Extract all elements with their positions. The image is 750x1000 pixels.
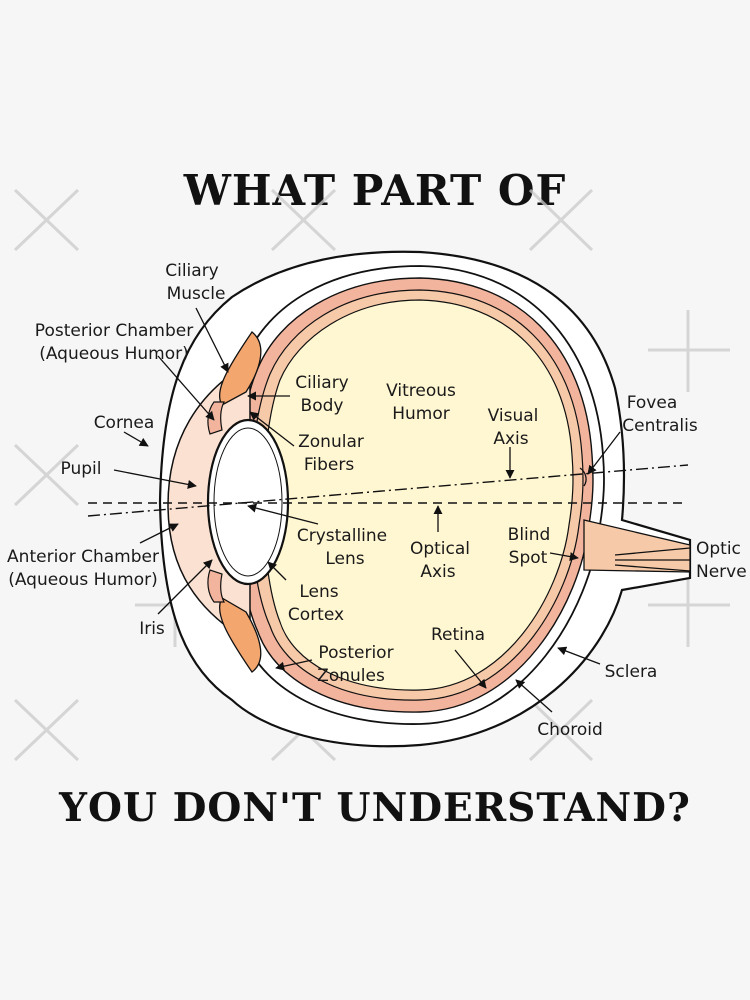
label-retina: Retina xyxy=(431,625,485,645)
label-choroid: Choroid xyxy=(537,720,603,740)
label-iris: Iris xyxy=(139,619,165,639)
label-anterior-chamber: Anterior Chamber(Aqueous Humor) xyxy=(7,547,159,590)
label-pupil: Pupil xyxy=(61,459,102,479)
label-sclera: Sclera xyxy=(605,662,658,682)
headline-bottom: YOU DON'T UNDERSTAND? xyxy=(59,785,691,831)
label-posterior-chamber: Posterior Chamber(Aqueous Humor) xyxy=(35,321,193,364)
leader-lines xyxy=(113,307,621,713)
label-cornea: Cornea xyxy=(94,413,155,433)
eyeball xyxy=(87,250,692,748)
headline-top: WHAT PART OF xyxy=(183,166,567,215)
